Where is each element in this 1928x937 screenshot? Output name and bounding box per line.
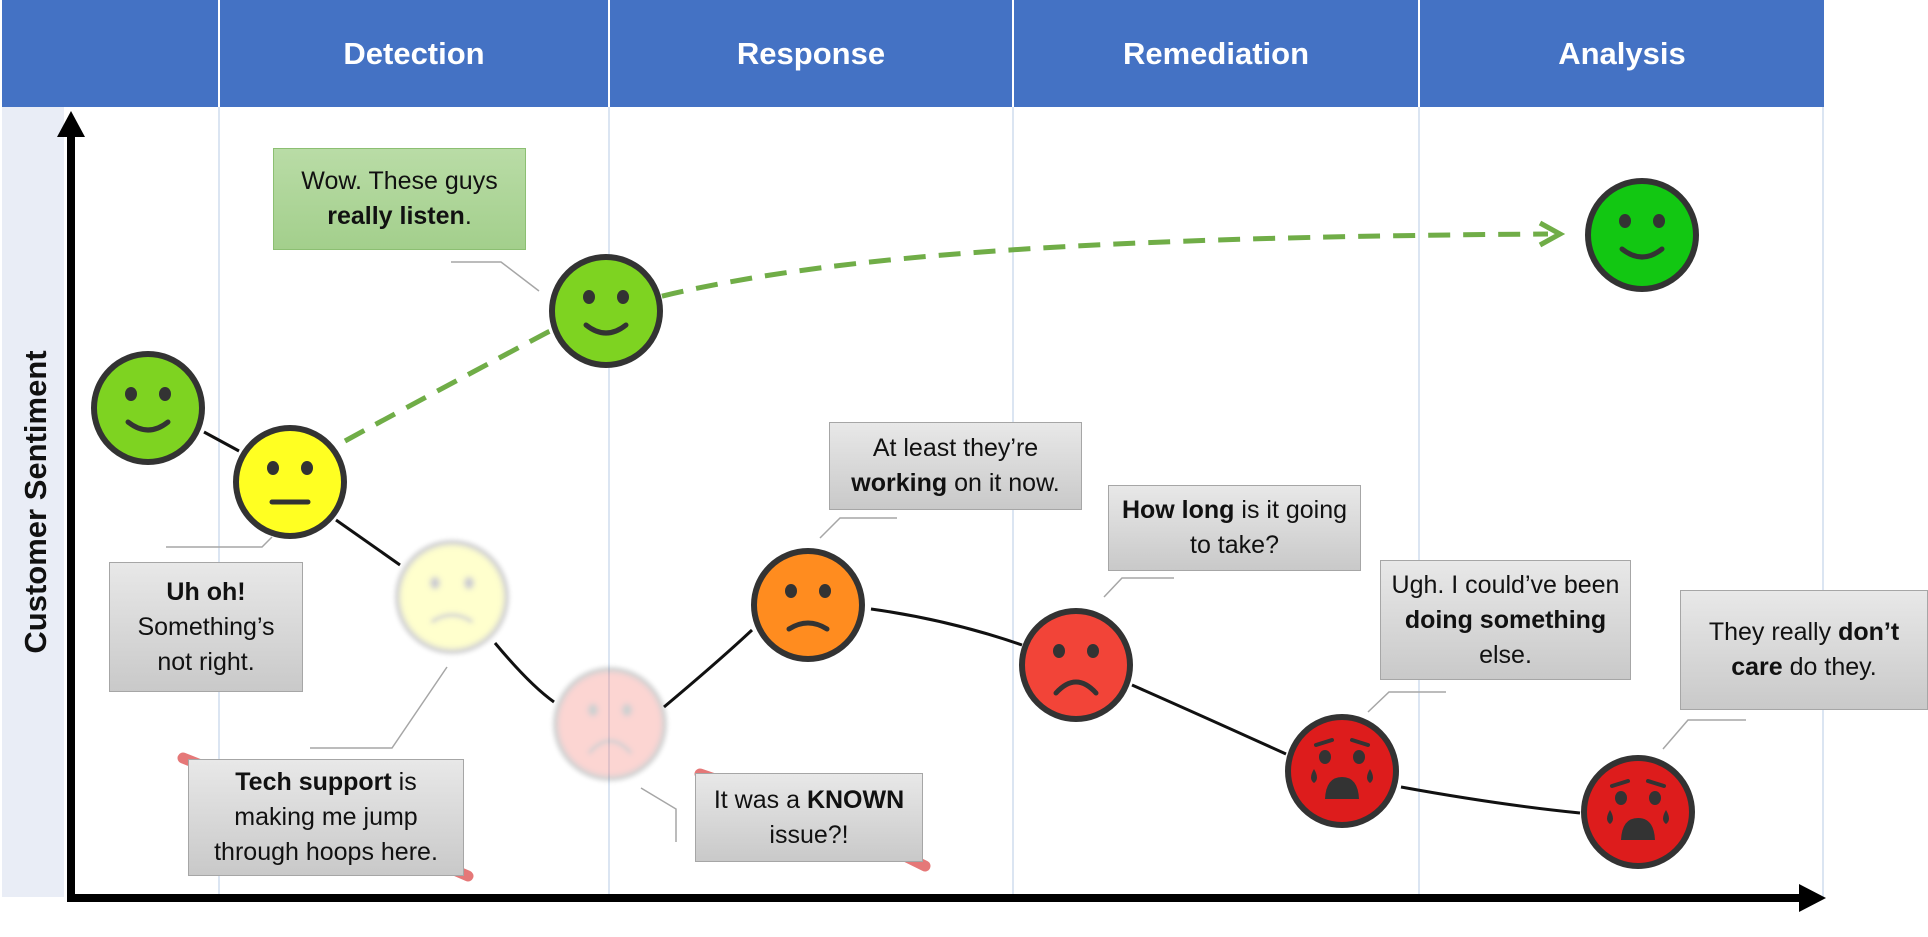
phase-label-analysis: Analysis [1558,35,1686,71]
column-divider [608,107,610,897]
arrow-head-icon [1538,220,1566,248]
callout-known-issue-text: It was a KNOWN issue?! [713,785,905,849]
phase-label-detection: Detection [343,35,485,71]
y-axis-arrow-icon [57,111,85,137]
worried-face-icon [395,540,509,654]
callout-pointers [166,261,1746,842]
crying-face-icon [1581,755,1695,869]
phase-header-response: Response [610,0,1012,107]
callout-dont-care: They really don’t care do they. [1680,590,1928,710]
phase-header-remediation: Remediation [1014,0,1418,107]
crying-face-icon [1285,714,1399,828]
callout-tech-support-text: Tech support is making me jump through h… [214,768,438,866]
x-axis-arrow-icon [1799,884,1826,912]
happy-face-icon [549,254,663,368]
column-divider [1418,107,1420,897]
callout-doing-something-else: Ugh. I could’ve been doing something els… [1380,560,1631,680]
happy-face-icon [91,351,205,465]
happy-face-icon [1585,178,1699,292]
callout-how-long-text: How long is it going to take? [1121,496,1348,559]
header-corner-cell [2,0,218,107]
callout-how-long: How long is it going to take? [1108,485,1361,571]
callout-tech-support: Tech support is making me jump through h… [188,759,464,876]
callout-doing-something-else-text: Ugh. I could’ve been doing something els… [1391,570,1620,669]
column-divider [218,107,220,897]
callout-really-listen-text: Wow. These guys really listen. [301,167,498,230]
y-axis-gutter [2,107,64,897]
worried-face-icon [751,548,865,662]
phase-header-detection: Detection [220,0,608,107]
callout-really-listen: Wow. These guys really listen. [273,148,526,250]
faces-layer [91,178,1699,869]
phase-header-analysis: Analysis [1420,0,1824,107]
callout-working-on-it-text: At least they’re working on it now. [851,434,1060,497]
callout-dont-care-text: They really don’t care do they. [1708,618,1900,681]
sad-face-icon [1019,608,1133,722]
phase-label-remediation: Remediation [1122,35,1310,71]
callout-known-issue: It was a KNOWN issue?! [695,773,923,862]
column-divider [1822,107,1824,897]
callout-uh-oh-text: Uh oh! Something’s not right. [137,577,275,676]
phase-label-response: Response [736,35,886,71]
callout-working-on-it: At least they’re working on it now. [829,422,1082,510]
sad-face-icon [553,667,667,781]
sentiment-path [203,430,1581,815]
dashed-improvement-path [343,231,1549,444]
callout-uh-oh: Uh oh! Something’s not right. [109,562,303,692]
neutral-face-icon [233,425,347,539]
